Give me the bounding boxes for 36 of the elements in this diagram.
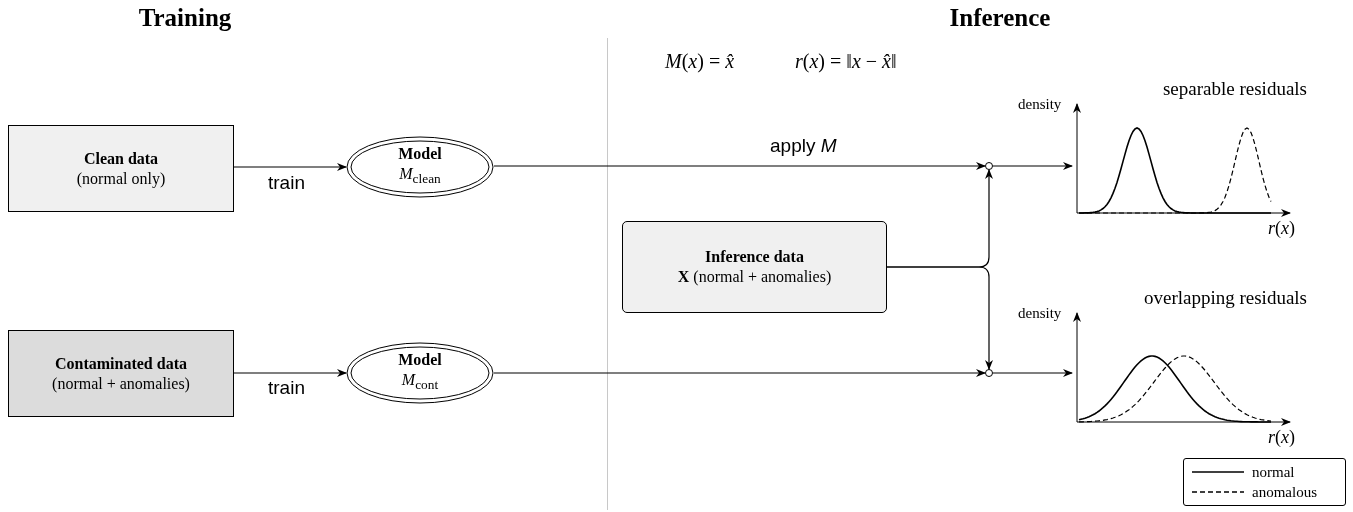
arrow	[886, 266, 993, 370]
formula: r(x) = ‖x − x̂‖	[795, 50, 897, 73]
arrow	[992, 369, 1073, 377]
section-heading: Inference	[948, 4, 1052, 32]
data-box	[8, 330, 234, 417]
arrow	[233, 163, 347, 171]
chart-title: overlapping residuals	[1143, 287, 1307, 309]
box-title: Model	[397, 144, 443, 165]
box-title: Model	[397, 350, 443, 371]
arrow	[493, 369, 986, 377]
box-subtitle: (normal + anomalies)	[51, 373, 191, 394]
junction-circle	[985, 369, 993, 377]
axis-label: density	[1018, 96, 1062, 113]
box-title: Inference data	[704, 247, 805, 267]
chart-title: separable residuals	[1162, 78, 1307, 100]
junction-circle	[985, 162, 993, 170]
data-box	[8, 125, 234, 212]
section-heading: Training	[137, 4, 233, 32]
arrow	[493, 162, 986, 170]
legend-label: normal	[1252, 463, 1295, 481]
box-title: Clean data	[82, 148, 160, 169]
axis-label: r(x)	[1268, 427, 1295, 448]
box-subtitle: X (normal + anomalies)	[676, 267, 833, 287]
box-subtitle: M$_{clean}$	[398, 164, 442, 189]
model-ellipse	[346, 136, 494, 198]
arrow	[992, 162, 1073, 170]
formula: M(x) = x̂	[665, 50, 735, 73]
legend-label: anomalous	[1252, 483, 1317, 501]
box-title: Contaminated data	[54, 353, 188, 374]
box-subtitle: M$_{cont}$	[400, 370, 440, 395]
model-ellipse	[346, 342, 494, 404]
axis-label: density	[1018, 305, 1062, 322]
arrow	[233, 369, 347, 377]
box-subtitle: (normal only)	[75, 168, 167, 189]
axis-label: r(x)	[1268, 218, 1295, 239]
data-box	[622, 221, 887, 313]
